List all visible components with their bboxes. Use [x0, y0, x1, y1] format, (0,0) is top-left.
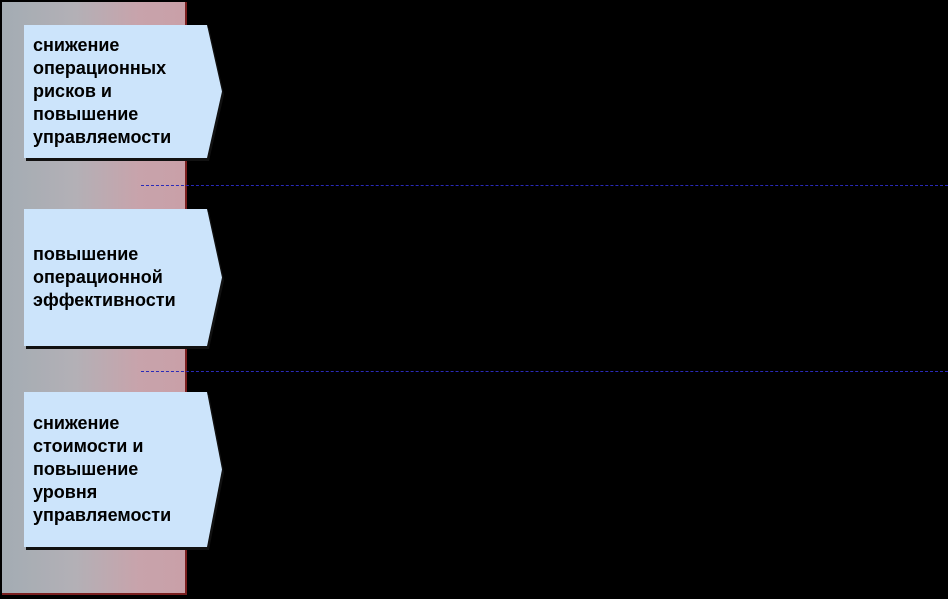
divider-line-2 [141, 371, 948, 372]
arrow-box-label-2: повышение операционной эффективности [33, 244, 176, 310]
arrow-box-shape-2: повышение операционной эффективности [24, 209, 222, 346]
arrow-box-label-3: снижение стоимости и повышение уровня уп… [33, 413, 172, 525]
arrow-box-1: снижение операционных рисков и повышение… [24, 25, 224, 158]
arrow-box-2: повышение операционной эффективности [24, 209, 224, 346]
arrow-box-label-1: снижение операционных рисков и повышение… [33, 35, 172, 147]
arrow-box-3: снижение стоимости и повышение уровня уп… [24, 392, 224, 547]
arrow-box-shape-3: снижение стоимости и повышение уровня уп… [24, 392, 222, 547]
arrow-box-shape-1: снижение операционных рисков и повышение… [24, 25, 222, 158]
divider-line-1 [141, 185, 948, 186]
